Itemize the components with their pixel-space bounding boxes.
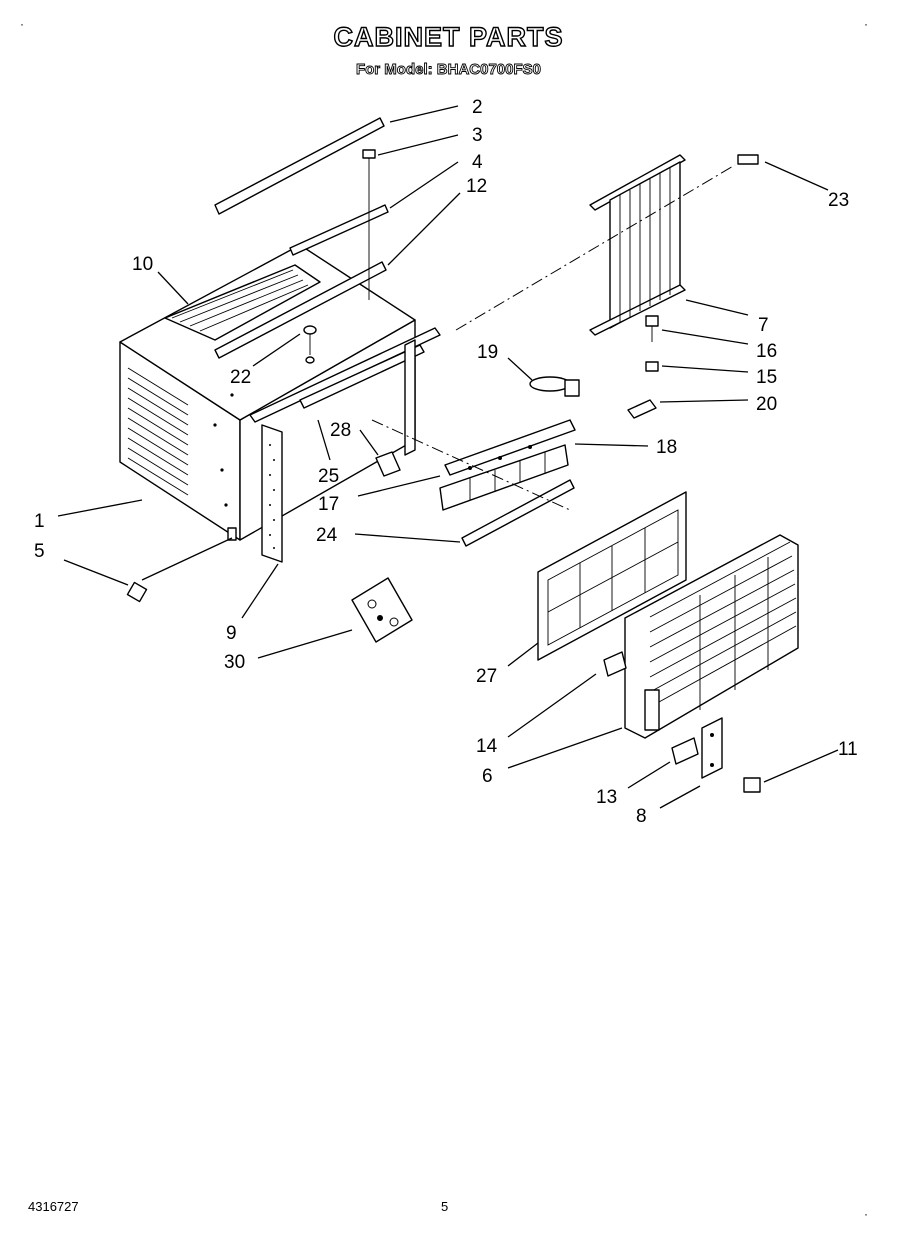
callout-19: 19 bbox=[477, 342, 498, 363]
page-number: 5 bbox=[441, 1199, 449, 1214]
top-rail-12 bbox=[214, 261, 387, 359]
top-rail-2 bbox=[214, 117, 385, 215]
callout-3: 3 bbox=[472, 125, 483, 146]
leader-lines bbox=[57, 105, 839, 809]
callout-9: 9 bbox=[226, 623, 237, 644]
front-grille-6 bbox=[624, 534, 799, 739]
louver-assembly-18 bbox=[439, 419, 576, 511]
air-filter-27 bbox=[537, 491, 687, 661]
callout-10: 10 bbox=[132, 254, 153, 275]
model-subtitle: For Model: BHAC0700FS0 bbox=[355, 61, 542, 79]
top-foam-pad bbox=[164, 264, 321, 341]
top-rail-4 bbox=[289, 204, 389, 256]
block-14 bbox=[603, 651, 627, 677]
callout-17: 17 bbox=[318, 494, 339, 515]
bracket-28 bbox=[375, 451, 401, 477]
callout-15: 15 bbox=[756, 367, 777, 388]
callout-labels: 2 3 4 12 10 22 23 7 16 15 20 19 18 28 25… bbox=[34, 97, 858, 827]
knob-19 bbox=[529, 376, 580, 397]
callout-11: 11 bbox=[838, 739, 858, 760]
callout-6: 6 bbox=[482, 766, 493, 787]
callout-24: 24 bbox=[316, 525, 338, 546]
callout-20: 20 bbox=[756, 394, 777, 415]
screw-3 bbox=[362, 149, 376, 300]
bottom-rail-24 bbox=[461, 479, 575, 547]
grommet-22 bbox=[303, 325, 317, 364]
block-13 bbox=[671, 737, 699, 765]
callout-4: 4 bbox=[472, 152, 483, 173]
corner-mark-bottom-right: · bbox=[864, 1207, 868, 1221]
callout-25: 25 bbox=[318, 466, 339, 487]
corner-mark-top-right: · bbox=[864, 17, 868, 31]
callout-27: 27 bbox=[476, 666, 497, 687]
page-title: CABINET PARTS bbox=[333, 21, 564, 52]
callout-7: 7 bbox=[758, 315, 769, 336]
clip-15 bbox=[645, 361, 659, 372]
screw-23 bbox=[737, 154, 759, 165]
plate-8 bbox=[701, 717, 723, 779]
hardware-bag-30 bbox=[351, 577, 413, 643]
screw-16 bbox=[645, 315, 659, 342]
callout-1: 1 bbox=[34, 511, 45, 532]
front-frame-25 bbox=[249, 327, 441, 456]
side-seal-strip-9 bbox=[261, 424, 283, 563]
callout-14: 14 bbox=[476, 736, 498, 757]
callout-8: 8 bbox=[636, 806, 647, 827]
callout-30: 30 bbox=[224, 652, 245, 673]
screw-11 bbox=[743, 777, 761, 793]
callout-16: 16 bbox=[756, 341, 777, 362]
callout-28: 28 bbox=[330, 420, 351, 441]
side-curtain-7 bbox=[589, 154, 686, 336]
callout-23: 23 bbox=[828, 190, 849, 211]
callout-13: 13 bbox=[596, 787, 617, 808]
document-number: 4316727 bbox=[28, 1199, 79, 1214]
clip-20 bbox=[627, 399, 657, 419]
callout-22: 22 bbox=[230, 367, 251, 388]
corner-mark-top-left: · bbox=[20, 17, 24, 31]
alignment-lines bbox=[371, 164, 736, 511]
callout-12: 12 bbox=[466, 176, 487, 197]
callout-18: 18 bbox=[656, 437, 677, 458]
callout-2: 2 bbox=[472, 97, 483, 118]
callout-5: 5 bbox=[34, 541, 45, 562]
screw-5 bbox=[126, 581, 148, 603]
